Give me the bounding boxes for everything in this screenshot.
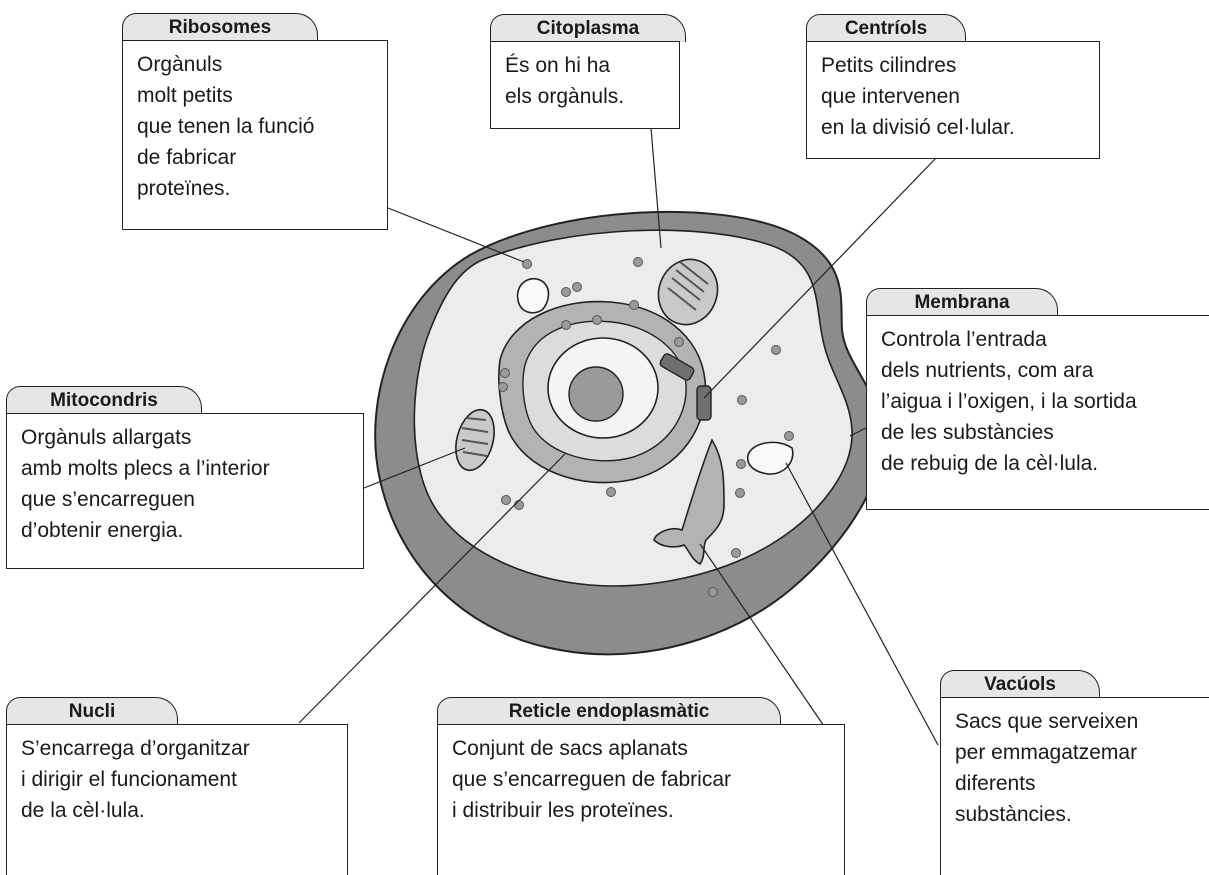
leader-mitocondris: [363, 447, 466, 489]
leader-vacuols: [785, 462, 939, 746]
label-reticle-text: Conjunt de sacs aplanats que s’encarregu…: [437, 724, 845, 875]
label-centriols-title: Centríols: [806, 14, 966, 42]
label-membrana-title: Membrana: [866, 288, 1058, 316]
mitochondrion-left-cristae: [461, 417, 489, 457]
mitochondrion-top-cristae: [667, 261, 709, 311]
ribosomes-group: [498, 257, 794, 597]
label-mitocondris-title: Mitocondris: [6, 386, 202, 414]
mitochondrion-top: [657, 258, 719, 326]
nucleolus: [568, 366, 624, 422]
centriol-1: [659, 353, 695, 381]
leader-centriols: [703, 157, 937, 399]
label-nucli-text: S’encarrega d’organitzar i dirigir el fu…: [6, 724, 348, 875]
leader-reticle: [699, 543, 829, 733]
label-ribosomes-title: Ribosomes: [122, 13, 318, 41]
label-citoplasma-text: És on hi ha els orgànuls.: [490, 41, 680, 129]
leader-lines: [298, 127, 939, 746]
centriol-2: [696, 385, 712, 421]
label-centriols-text: Petits cilindres que intervenen en la di…: [806, 41, 1100, 159]
label-reticle-title: Reticle endoplasmàtic: [437, 697, 781, 725]
label-vacuols-title: Vacúols: [940, 670, 1100, 698]
leader-nucli: [298, 453, 566, 724]
label-nucli-title: Nucli: [6, 697, 178, 725]
label-membrana-text: Controla l’entrada dels nutrients, com a…: [866, 315, 1209, 510]
label-ribosomes-text: Orgànuls molt petits que tenen la funció…: [122, 40, 388, 230]
leader-citoplasma: [650, 127, 662, 249]
label-vacuols-text: Sacs que serveixen per emmagatzemar dife…: [940, 697, 1209, 875]
label-mitocondris-text: Orgànuls allargats amb molts plecs a l’i…: [6, 413, 364, 569]
vacuole-top: [516, 278, 550, 314]
er-tube: [653, 438, 725, 566]
label-citoplasma-title: Citoplasma: [490, 14, 686, 42]
leader-ribosomes: [387, 207, 525, 263]
leader-membrana: [849, 427, 867, 437]
